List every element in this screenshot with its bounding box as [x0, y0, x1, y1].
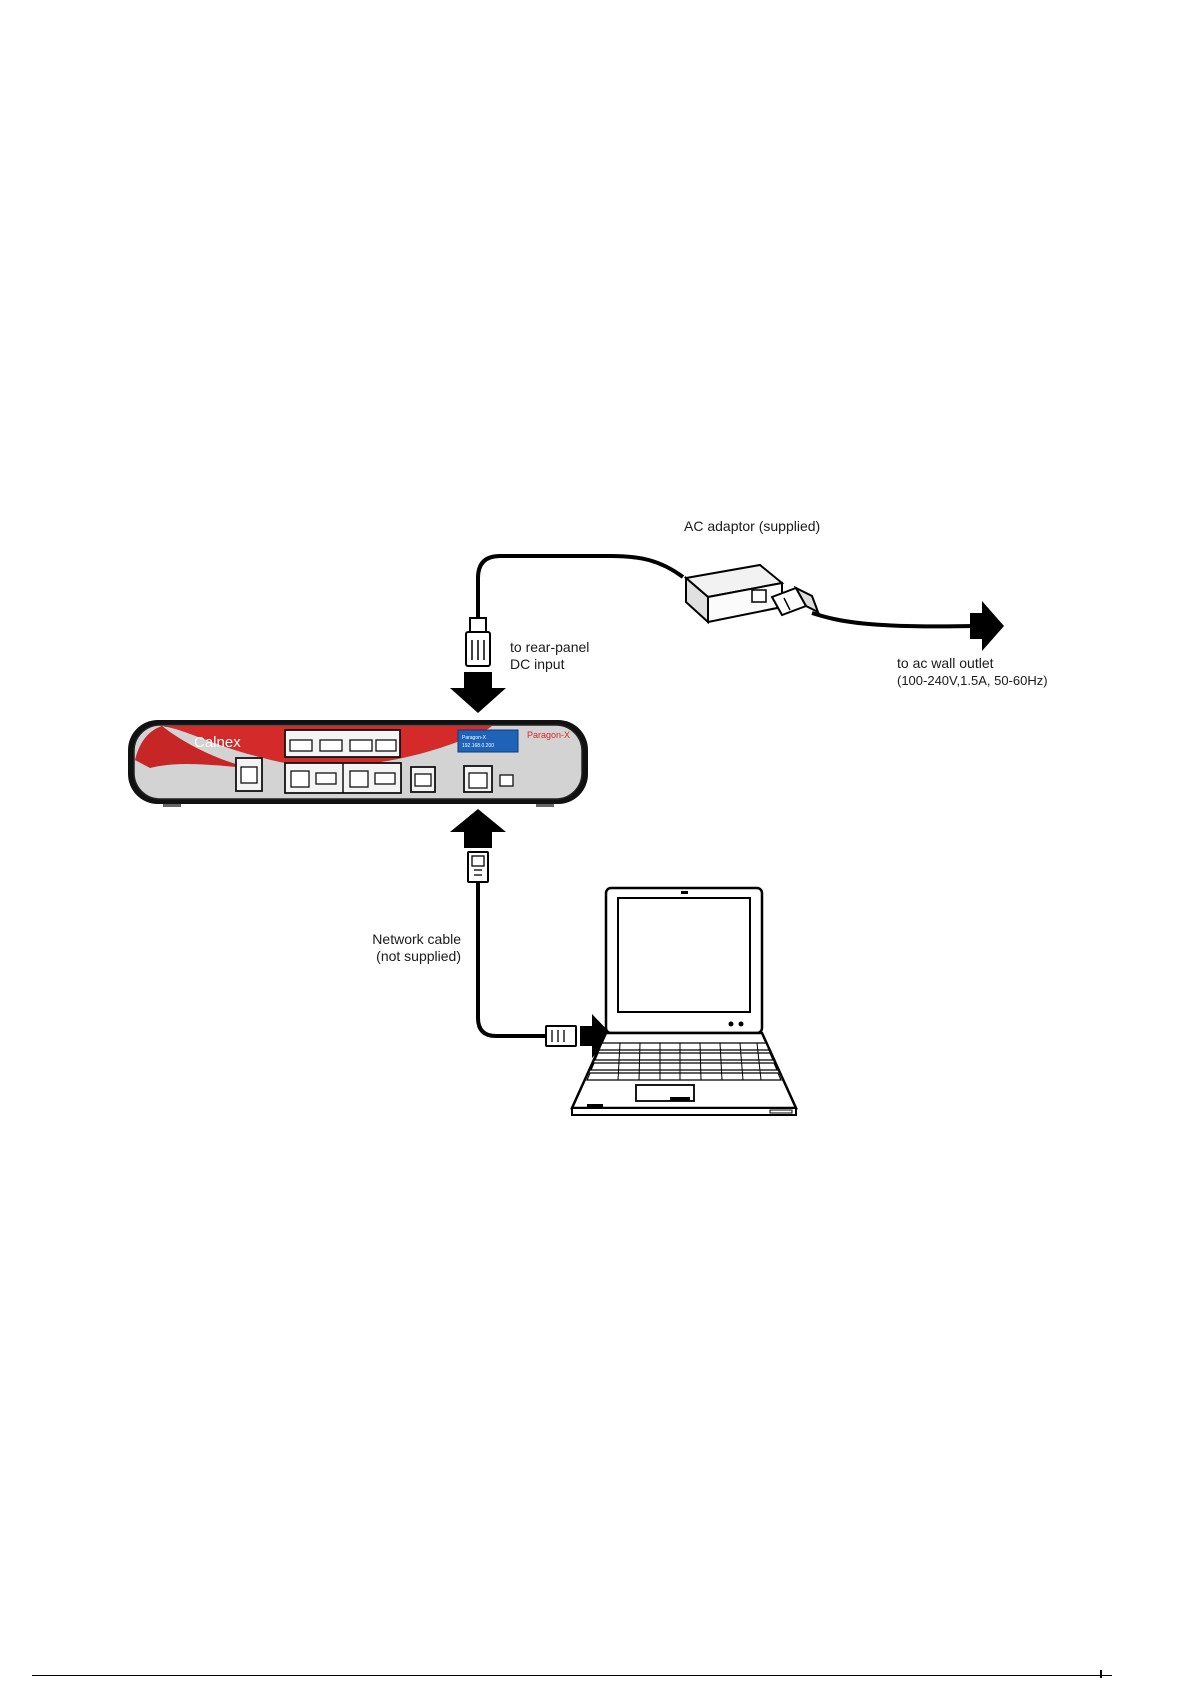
- label-wall-outlet-line-1: to ac wall outlet: [897, 655, 994, 671]
- display-line-2: 192.168.0.200: [462, 743, 494, 749]
- network-input-arrow: [450, 809, 506, 848]
- label-network-cable-line-2: (not supplied): [376, 948, 461, 964]
- dc-input-arrow: [450, 672, 506, 713]
- wall-outlet-arrow: [970, 601, 1004, 651]
- label-dc-input-line-1: to rear-panel: [510, 639, 589, 655]
- ac-cord: [812, 613, 975, 626]
- page-footer-tick: [1100, 1670, 1102, 1678]
- network-cable: [478, 880, 548, 1036]
- label-dc-input-line-2: DC input: [510, 656, 565, 672]
- label-ac-adaptor: AC adaptor (supplied): [684, 518, 820, 534]
- laptop: [572, 888, 796, 1115]
- label-wall-outlet-line-2: (100-240V,1.5A, 50-60Hz): [897, 673, 1048, 688]
- calnex-device: Calnex Paragon-X Paragon-X 192.168.0.200: [128, 720, 588, 807]
- display-line-1: Paragon-X: [462, 735, 487, 741]
- ac-adaptor: [686, 565, 782, 622]
- dc-cable: [478, 556, 683, 630]
- rj45-connector-laptop: [546, 1026, 576, 1046]
- label-network-cable-line-1: Network cable: [372, 931, 461, 947]
- device-model: Paragon-X: [527, 730, 570, 740]
- page-footer-rule: [32, 1675, 1112, 1676]
- device-brand: Calnex: [194, 734, 241, 751]
- dc-plug: [466, 618, 490, 666]
- rj45-connector-device: [468, 852, 488, 882]
